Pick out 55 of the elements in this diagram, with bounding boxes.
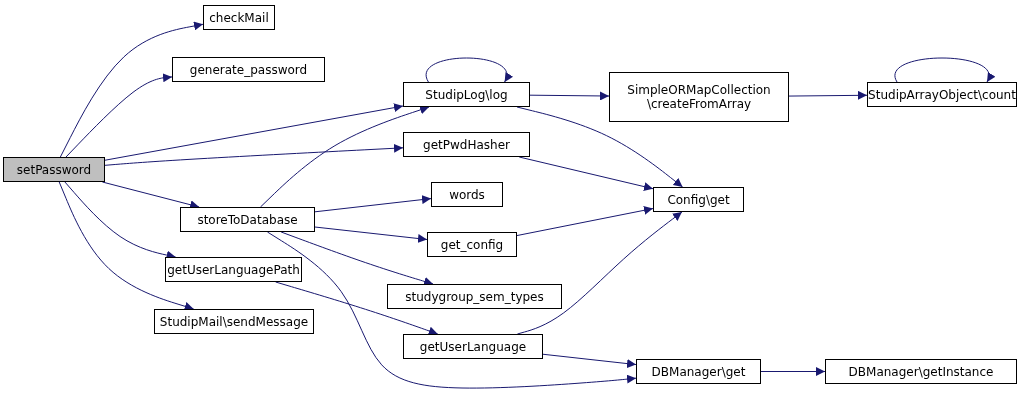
arrow xyxy=(59,21,204,158)
function-name: get_config xyxy=(440,237,504,252)
function-name: Config\get xyxy=(667,192,730,207)
function-name: studygroup_sem_types xyxy=(405,289,544,304)
function-name: DBManager\getInstance xyxy=(848,364,994,379)
function-box xyxy=(431,182,503,207)
function-name: StudipLog\log xyxy=(425,87,508,102)
function-box xyxy=(172,57,325,82)
arrow xyxy=(58,181,195,311)
arrow xyxy=(314,226,428,243)
arrow xyxy=(425,57,512,83)
function-box xyxy=(154,309,314,334)
arrow xyxy=(894,57,994,83)
function-box xyxy=(203,5,275,30)
arrow xyxy=(104,143,404,166)
arrow xyxy=(518,156,654,191)
function-name: DBManager\get xyxy=(651,364,746,379)
arrow xyxy=(788,90,868,100)
function-box xyxy=(403,132,530,157)
function-name: StudipArrayObject\count xyxy=(868,87,1016,102)
function-box xyxy=(636,359,761,384)
function-box xyxy=(867,82,1017,107)
function-box xyxy=(387,284,562,309)
function-box xyxy=(180,207,315,232)
function-box xyxy=(609,72,789,122)
function-box xyxy=(427,232,517,257)
arrow xyxy=(516,205,654,237)
function-name: getUserLanguage xyxy=(419,339,527,354)
arrow xyxy=(314,195,432,213)
function-box xyxy=(403,334,543,359)
function-name: getUserLanguagePath xyxy=(167,262,300,277)
function-name: setPassword xyxy=(16,162,92,177)
function-name: storeToDatabase xyxy=(197,212,298,227)
arrow xyxy=(542,353,637,369)
function-box xyxy=(165,257,302,282)
function-name: words xyxy=(449,187,485,202)
function-box xyxy=(825,359,1017,384)
arrow xyxy=(516,211,683,335)
arrow xyxy=(275,281,439,336)
arrow xyxy=(65,73,173,158)
arrow xyxy=(516,106,684,188)
function-name: StudipMail\sendMessage xyxy=(159,314,309,329)
arrow xyxy=(760,367,826,376)
arrow xyxy=(280,231,434,286)
arrow xyxy=(259,105,430,208)
function-name: SimpleORMapCollection \createFromArray xyxy=(626,83,772,111)
function-name: generate_password xyxy=(189,62,308,77)
function-box xyxy=(403,82,530,107)
function-name: checkMail xyxy=(209,10,269,25)
function-box xyxy=(653,187,744,212)
arrow xyxy=(529,91,610,101)
function-name: getPwdHasher xyxy=(423,137,510,152)
function-box xyxy=(3,157,105,182)
arrow xyxy=(266,231,637,389)
arrow xyxy=(104,103,404,161)
